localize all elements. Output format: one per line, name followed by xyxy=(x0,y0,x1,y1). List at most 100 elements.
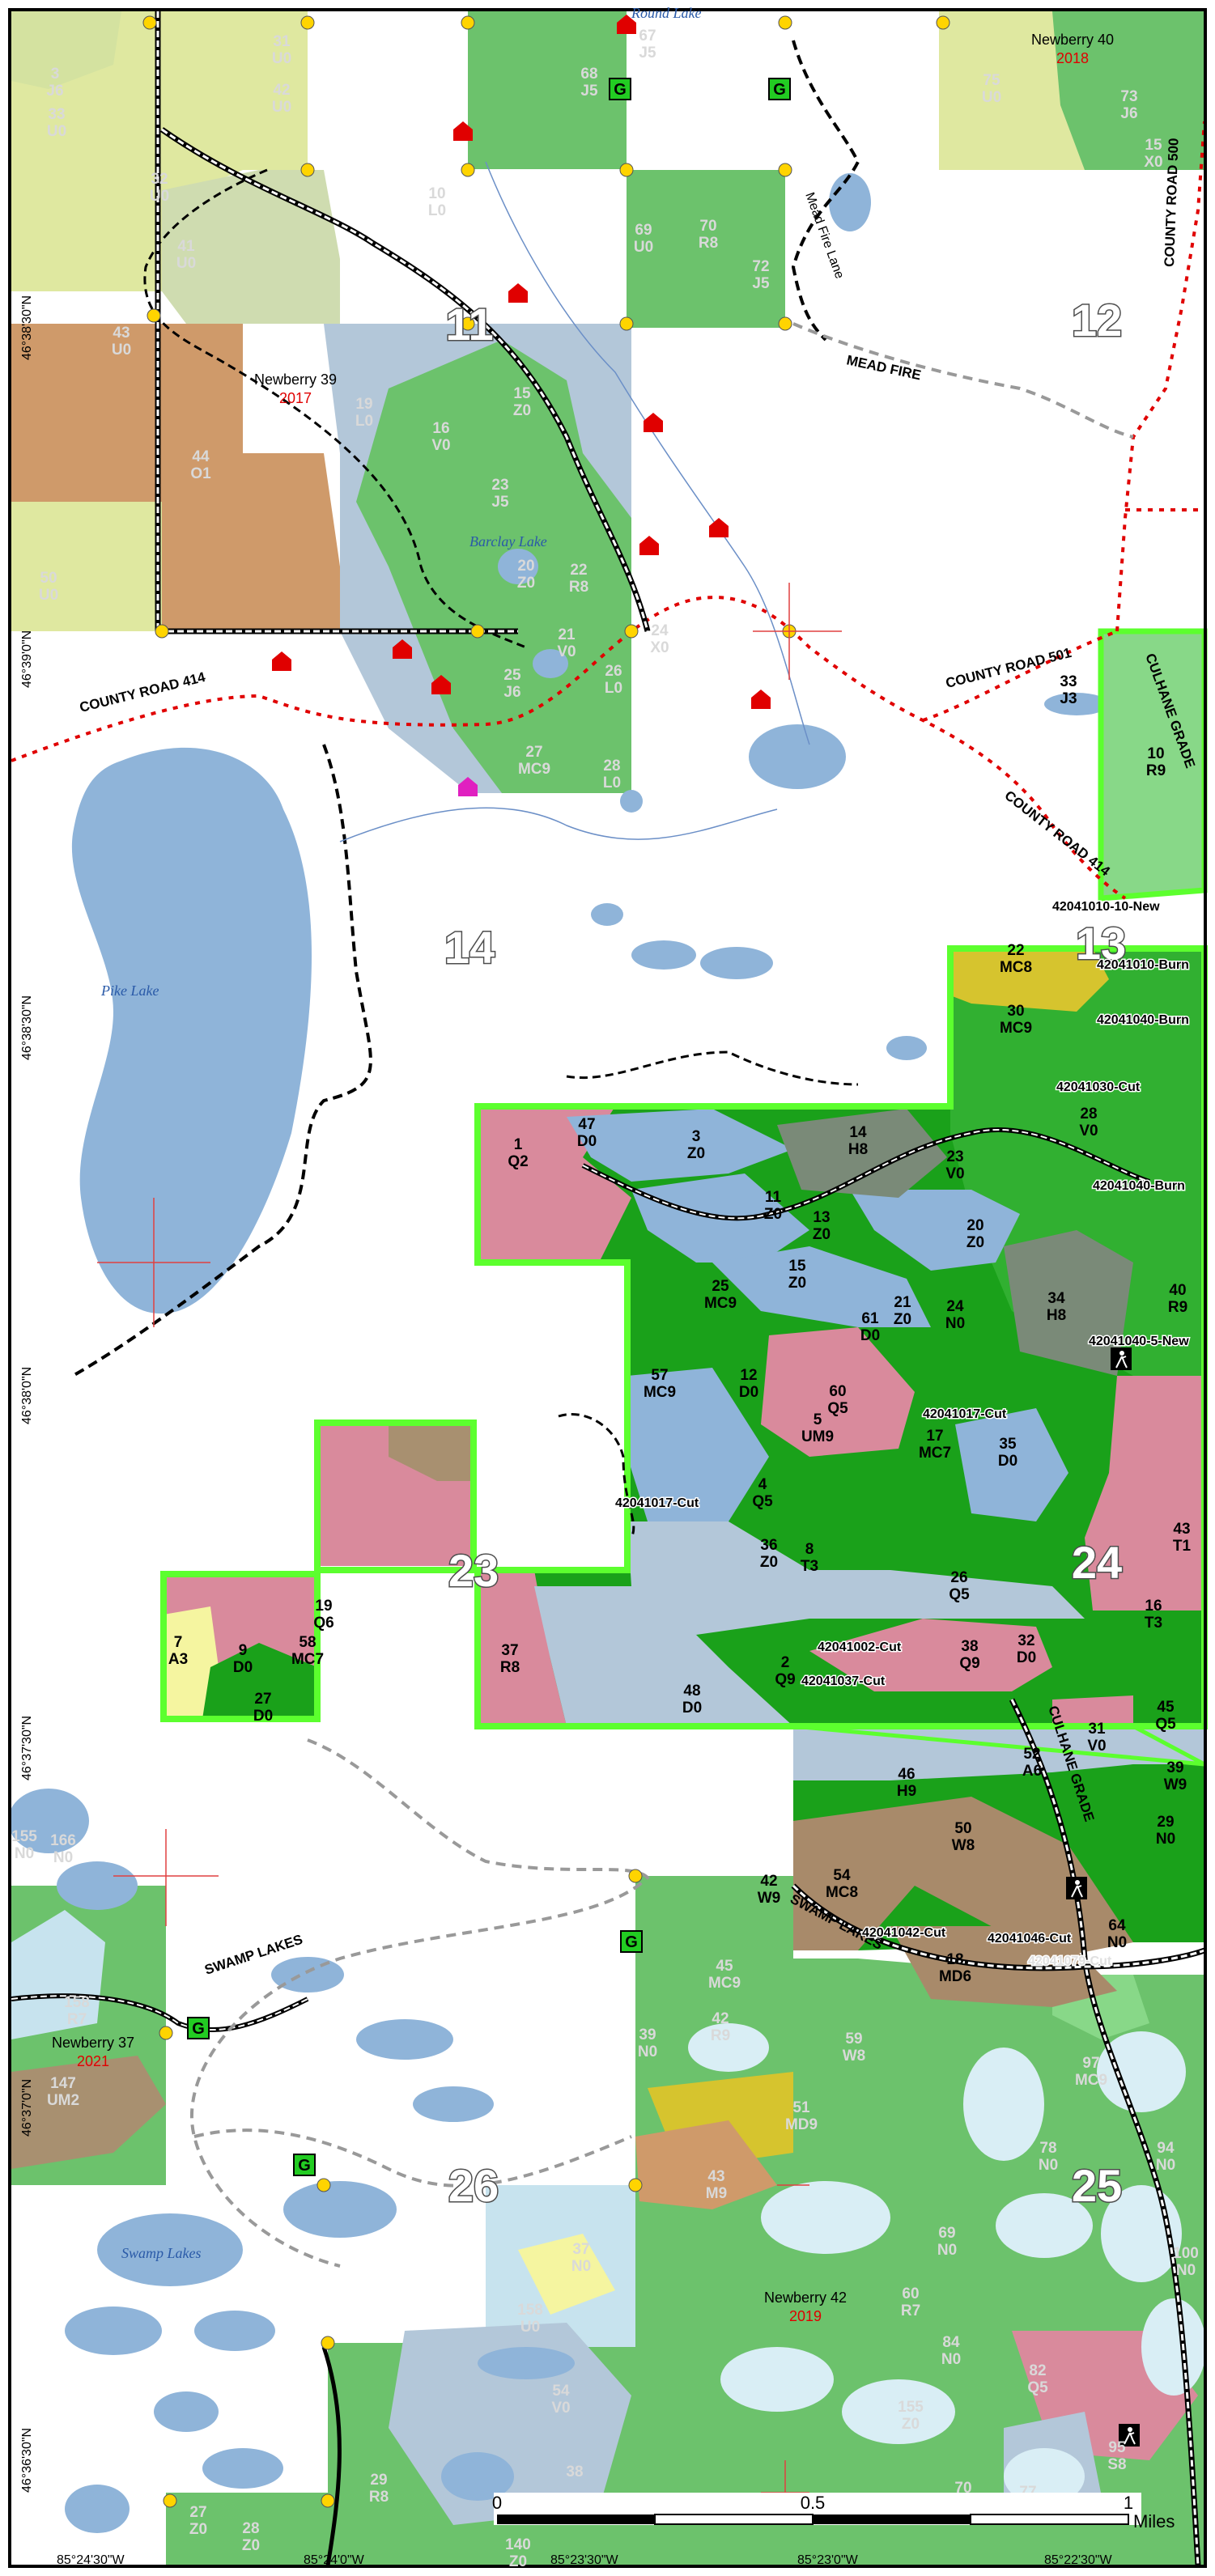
longitude-label: 85°24'0"W xyxy=(304,2553,365,2567)
svg-text:G: G xyxy=(192,2020,205,2038)
compartment-name: Newberry 37 xyxy=(52,2035,134,2051)
latitude-label: 46°38'30"N xyxy=(20,295,34,360)
latitude-label: 46°38'30"N xyxy=(20,995,34,1060)
compartment-name: Newberry 42 xyxy=(764,2290,847,2306)
section-number: 12 xyxy=(1072,295,1122,346)
section-number: 11 xyxy=(445,299,493,350)
survey-corners xyxy=(142,15,950,2508)
corner-crosses xyxy=(97,583,842,2525)
treatment-label: 42041030-Cut xyxy=(1056,1080,1141,1094)
compartment-year: 2019 xyxy=(789,2308,822,2324)
treatment-label: 42041017-Cut xyxy=(615,1496,699,1510)
hiker-icon xyxy=(1119,2424,1140,2447)
hiker-icon xyxy=(1066,1877,1087,1899)
county-road-500 xyxy=(1115,121,1206,632)
compartment-name: Newberry 40 xyxy=(1031,32,1114,48)
svg-text:G: G xyxy=(298,2157,311,2175)
hiker-icons xyxy=(1066,1347,1140,2447)
treatment-label: 42041040-Burn xyxy=(1093,1179,1185,1193)
longitude-label: 85°23'0"W xyxy=(797,2553,859,2567)
section-number: 14 xyxy=(444,922,495,973)
longitude-labels: 85°24'30"W 85°24'0"W 85°23'30"W 85°23'0"… xyxy=(57,2553,1113,2567)
bottom-lakes xyxy=(8,1789,575,2533)
longitude-label: 85°23'30"W xyxy=(550,2553,619,2567)
house-icon xyxy=(751,690,771,709)
treatment-label: 42041046-Cut xyxy=(988,1932,1072,1946)
house-icon xyxy=(644,413,663,432)
treatment-label: 42041010-10-New xyxy=(1052,900,1160,914)
house-icon-magenta xyxy=(458,777,478,796)
latitude-label: 46°38'0"N xyxy=(20,1367,34,1424)
latitude-labels: 46°38'30"N 46°39'0"N 46°38'30"N 46°38'0"… xyxy=(20,295,34,2493)
compartment-name: Newberry 39 xyxy=(254,371,337,388)
hiker-icon xyxy=(1111,1347,1132,1370)
house-icon xyxy=(272,651,291,671)
latitude-label: 46°36'30"N xyxy=(20,2428,34,2493)
gate-icon: G xyxy=(293,2154,316,2176)
roads xyxy=(11,11,1206,2566)
treatment-label: 42041017-Cut xyxy=(923,1407,1007,1421)
section-number: 24 xyxy=(1072,1537,1122,1588)
treatment-label: 42041010-Burn xyxy=(1097,958,1189,972)
bottom-openings xyxy=(688,2023,1206,2505)
lake-label: Barclay Lake xyxy=(469,533,547,550)
